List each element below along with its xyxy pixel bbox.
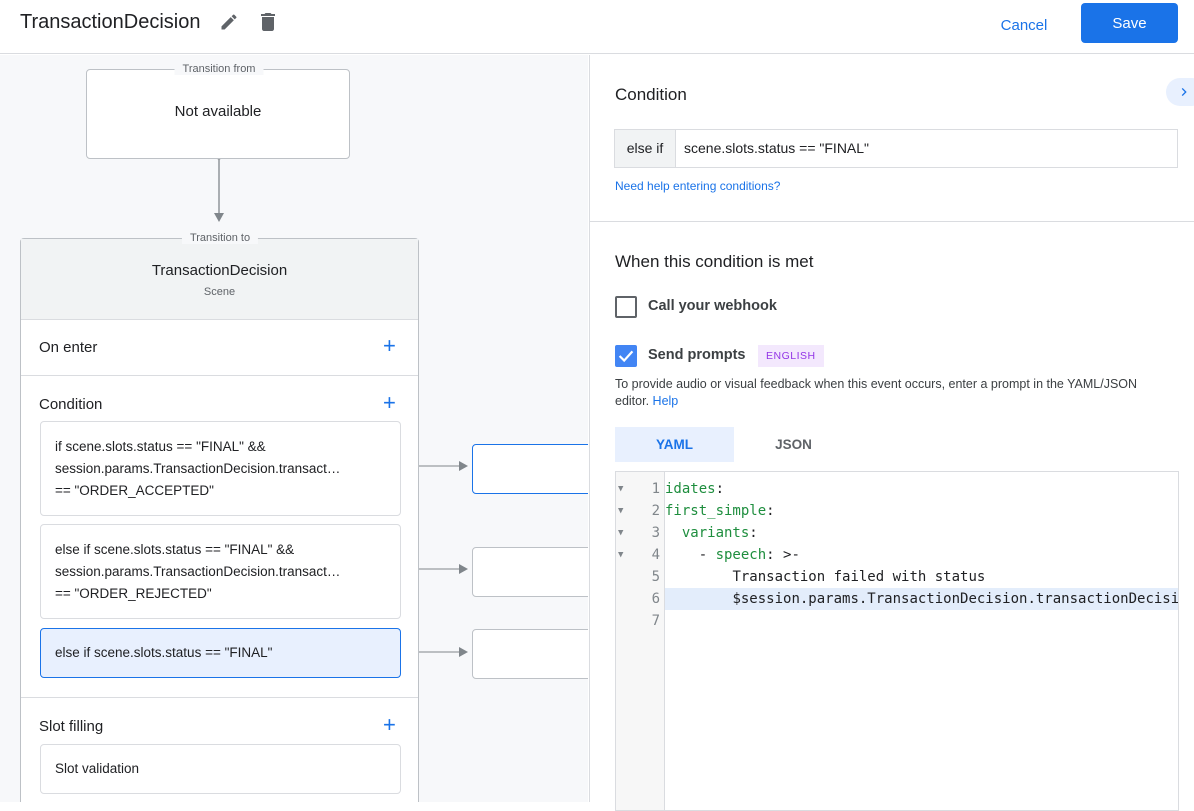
condition-text: session.params.TransactionDecision.trans… <box>55 563 341 579</box>
indent <box>665 569 732 585</box>
condition-target-box[interactable] <box>472 547 588 597</box>
condition-text: == "ORDER_ACCEPTED" <box>55 482 214 498</box>
met-title: When this condition is met <box>615 252 814 271</box>
code-line: Transaction failed with status <box>665 566 1178 588</box>
cancel-button[interactable]: Cancel <box>985 7 1063 43</box>
line-number: 4 <box>651 547 660 563</box>
yaml-key: first_simple <box>665 503 767 519</box>
fold-arrow-icon[interactable]: ▼ <box>618 550 624 560</box>
condition-title: Condition <box>615 85 687 104</box>
collapse-panel-button[interactable] <box>1166 78 1194 106</box>
tab-json[interactable]: JSON <box>775 437 812 452</box>
yaml-punct: : <box>715 481 725 497</box>
language-badge: ENGLISH <box>758 345 824 367</box>
line-number: 7 <box>651 613 660 629</box>
arrow-head <box>214 213 224 222</box>
on-enter-section: On enter + <box>21 320 418 376</box>
scene-name: TransactionDecision <box>151 262 288 279</box>
condition-text: else if scene.slots.status == "FINAL" <box>55 645 273 660</box>
fold-arrow-icon[interactable]: ▼ <box>618 528 624 538</box>
yaml-punct: : >- <box>766 547 800 563</box>
on-enter-label: On enter <box>39 339 98 356</box>
condition-label: Condition <box>39 396 103 413</box>
code-line: - speech: >- <box>665 544 1178 566</box>
condition-item[interactable]: if scene.slots.status == "FINAL" && sessi… <box>40 421 401 516</box>
tab-yaml[interactable]: YAML <box>615 427 734 462</box>
pencil-icon[interactable] <box>219 12 239 32</box>
condition-section: Condition + if scene.slots.status == "FI… <box>21 376 418 698</box>
webhook-label: Call your webhook <box>648 298 777 314</box>
transition-from-value: Not available <box>174 103 262 120</box>
transition-from-legend: Transition from <box>174 63 264 75</box>
slot-filling-label: Slot filling <box>39 718 104 735</box>
condition-text: else if scene.slots.status == "FINAL" && <box>55 541 295 557</box>
trash-icon[interactable] <box>256 10 280 34</box>
condition-item[interactable]: else if scene.slots.status == "FINAL" &&… <box>40 524 401 619</box>
scene-type: Scene <box>203 286 236 298</box>
flow-canvas[interactable]: Transition from Not available Transition… <box>0 55 588 802</box>
line-number: 6 <box>651 591 660 607</box>
condition-value[interactable]: scene.slots.status == "FINAL" <box>684 140 870 156</box>
add-on-enter-plus-icon[interactable]: + <box>383 333 396 358</box>
fold-arrow-icon[interactable]: ▼ <box>618 484 624 494</box>
yaml-key: speech <box>715 547 767 563</box>
code-line: $session.params.TransactionDecision.tran… <box>665 588 1179 610</box>
fold-arrow-icon[interactable]: ▼ <box>618 506 624 516</box>
condition-input[interactable]: else if scene.slots.status == "FINAL" <box>614 129 1178 168</box>
line-number: 2 <box>651 503 660 519</box>
condition-panel: Condition else if scene.slots.status == … <box>589 55 1194 811</box>
condition-text: == "ORDER_REJECTED" <box>55 585 212 601</box>
condition-prefix: else if <box>615 130 676 167</box>
condition-text: session.params.TransactionDecision.trans… <box>55 460 341 476</box>
code-line: variants: <box>665 522 1178 544</box>
prompts-label: Send prompts <box>648 347 746 363</box>
prompts-checkbox[interactable] <box>615 345 637 367</box>
divider <box>590 221 1194 222</box>
help-link[interactable]: Need help entering conditions? <box>615 179 781 193</box>
indent <box>665 525 682 541</box>
add-condition-plus-icon[interactable]: + <box>383 390 396 415</box>
yaml-text: $session.params.TransactionDecision.tran… <box>732 591 1179 607</box>
code-line: first_simple: <box>665 500 1178 522</box>
yaml-key: idates <box>665 481 716 497</box>
scene-box: Transition to TransactionDecision Scene … <box>20 232 419 802</box>
condition-text: if scene.slots.status == "FINAL" && <box>55 438 266 454</box>
save-button[interactable]: Save <box>1081 3 1178 43</box>
add-slot-plus-icon[interactable]: + <box>383 712 396 737</box>
yaml-text: Transaction failed with status <box>732 569 986 585</box>
line-number: 3 <box>651 525 660 541</box>
condition-target-box[interactable] <box>472 629 588 679</box>
transition-to-legend: Transition to <box>181 232 259 244</box>
line-number: 1 <box>651 481 660 497</box>
indent <box>665 591 732 607</box>
yaml-key: variants <box>681 525 750 541</box>
transition-from-box: Transition from Not available <box>86 63 350 159</box>
code-line: idates: <box>665 478 1178 500</box>
scene-header[interactable]: Transition to TransactionDecision Scene <box>21 232 418 320</box>
condition-target-box[interactable] <box>472 444 588 494</box>
slot-validation-label: Slot validation <box>55 761 140 776</box>
help-link-inline[interactable]: Help <box>652 394 679 408</box>
yaml-punct: : <box>749 525 758 541</box>
condition-item-selected[interactable]: else if scene.slots.status == "FINAL" <box>40 628 401 678</box>
description: To provide audio or visual feedback when… <box>615 376 1170 410</box>
code-editor[interactable]: idates: 1 ▼ first_simple: 2 ▼ variants: 3 ▼ - s… <box>615 471 1179 811</box>
check-icon <box>618 350 634 363</box>
slot-filling-section: Slot filling + Slot validation <box>21 698 418 802</box>
yaml-punct: : <box>766 503 775 519</box>
editor-gutter <box>616 472 665 810</box>
code-line <box>665 610 1178 632</box>
line-number: 5 <box>651 569 660 585</box>
chevron-right-icon <box>1181 88 1187 96</box>
webhook-checkbox[interactable] <box>615 296 637 318</box>
top-bar: TransactionDecision Cancel Save <box>0 0 1194 54</box>
description-text: To provide audio or visual feedback when… <box>615 377 1138 408</box>
slot-validation-card[interactable]: Slot validation <box>40 744 401 794</box>
indent: - <box>665 547 716 563</box>
scene-title: TransactionDecision <box>20 11 201 33</box>
